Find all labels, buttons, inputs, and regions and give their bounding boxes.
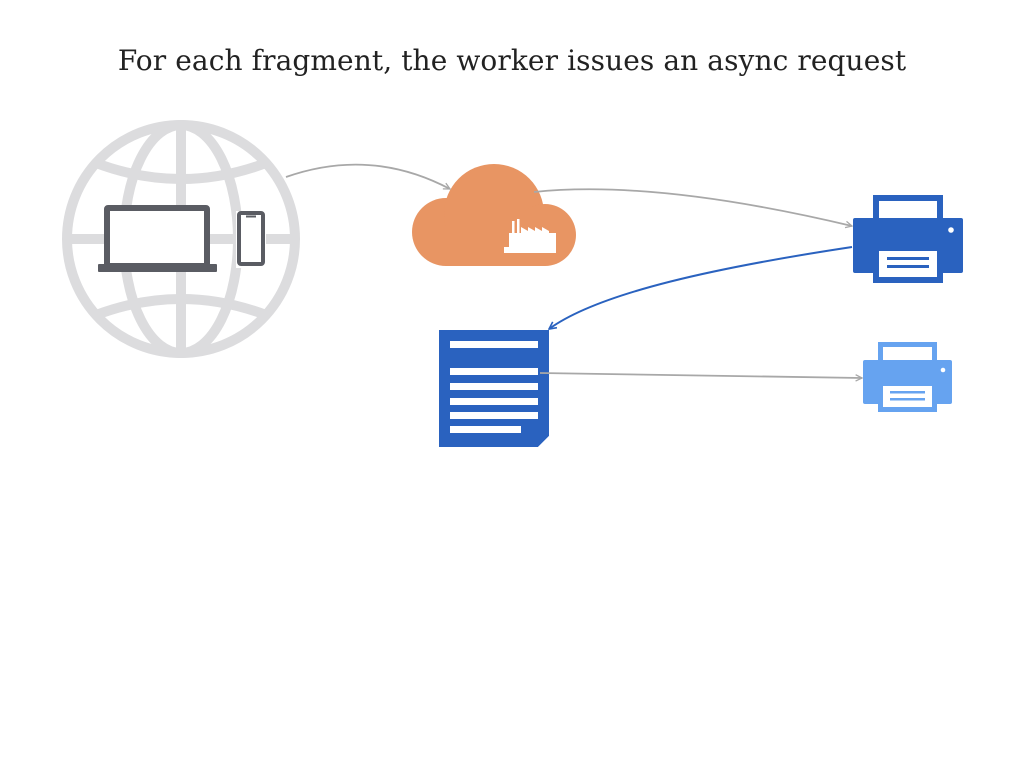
edge-cloud-to-printer (533, 188, 852, 226)
globe-with-laptop-and-phone-icon (62, 120, 300, 358)
printer-secondary-icon (863, 342, 952, 412)
document-icon (439, 330, 549, 447)
edge-internet-to-cloud (285, 163, 450, 190)
edge-document-to-printer (539, 372, 862, 378)
laptop-icon (98, 205, 217, 272)
printer-primary-icon (853, 195, 963, 283)
factory-icon (504, 219, 556, 253)
slide-title: For each fragment, the worker issues an … (117, 44, 907, 77)
phone-icon (236, 211, 266, 268)
cloud-factory-icon (412, 164, 576, 266)
edge-printer-to-document (549, 246, 853, 329)
